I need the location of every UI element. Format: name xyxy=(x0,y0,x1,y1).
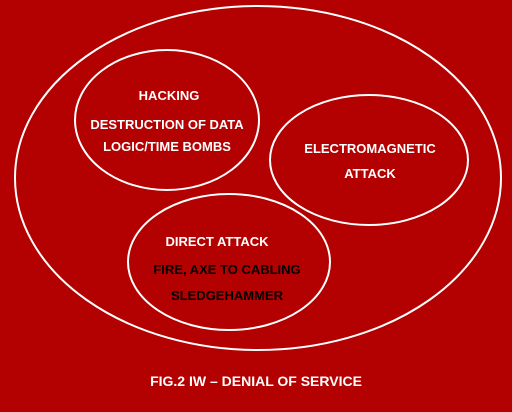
direct-attack-ellipse xyxy=(127,193,331,331)
figure-caption: FIG.2 IW – DENIAL OF SERVICE xyxy=(150,373,362,389)
hacking-ellipse xyxy=(74,49,260,191)
hacking-label: HACKING xyxy=(138,88,200,103)
sledgehammer-label: SLEDGEHAMMER xyxy=(171,288,283,303)
outer-ellipse xyxy=(14,5,502,351)
fire-axe-to-cabling-label: FIRE, AXE TO CABLING xyxy=(153,262,301,277)
direct-attack-label: DIRECT ATTACK xyxy=(165,234,269,249)
attack-label: ATTACK xyxy=(344,166,396,181)
electromagnetic-ellipse xyxy=(269,94,469,226)
destruction-of-data-label: DESTRUCTION OF DATA xyxy=(90,117,244,132)
logic-time-bombs-label: LOGIC/TIME BOMBS xyxy=(103,139,231,154)
electromagnetic-label: ELECTROMAGNETIC xyxy=(304,141,436,156)
